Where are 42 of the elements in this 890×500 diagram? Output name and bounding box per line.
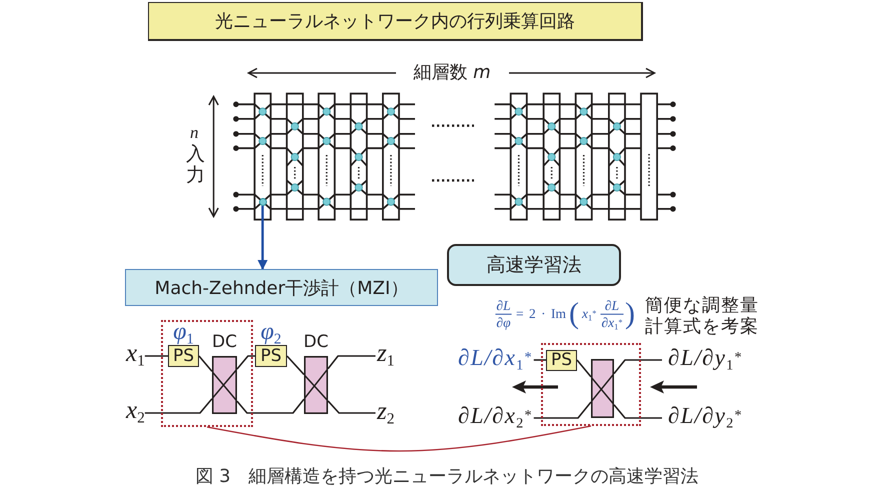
port-label: x$_{2}$ [126,398,145,423]
phase-shifter-box: PS [546,350,577,371]
phase-symbol-label: φ$_{2}$ [260,320,282,344]
waveguide-line [534,359,546,361]
waveguide-line [576,359,592,378]
phase-symbol-label: φ$_{1}$ [173,320,194,344]
dotted-frame [161,320,253,427]
formula-term: = 2 · Im [516,307,566,320]
rounded-label-panel: 高速学習法 [447,244,621,286]
formula-bracket: ( [569,299,579,329]
waveguide-line [144,398,213,414]
waveguide-line [613,359,662,374]
formula-bracket: ) [625,299,635,329]
connector-curve [206,425,592,452]
phase-shifter-box: PS [168,345,199,367]
waveguide-line [327,355,376,370]
dimension-label: 細層数 m [413,64,491,82]
waveguide-line [198,355,213,372]
label-banner: Mach-Zehnder干渉計（MZI） [125,269,438,306]
port-label: z$_{2}$ [377,399,394,424]
waveguide-line [286,355,305,376]
waveguide-line [534,402,592,419]
title-banner: 光ニューラルネットワーク内の行列乗算回路 [148,2,643,41]
port-label: x$_{1}$ [126,341,145,366]
dotted-frame [541,343,641,426]
formula-term: ∂L [496,299,511,312]
phase-shifter-box: PS [255,345,287,367]
formula-term: ∂φ [496,316,511,330]
waveguide-line [144,355,168,357]
waveguide-line [236,355,255,370]
waveguide-line [327,400,376,414]
arrow [258,206,268,270]
variable-label: n [190,124,198,141]
annotation-text: 簡便な調整量計算式を考案 [645,295,760,337]
waveguide-line [613,404,662,419]
component-label: DC [212,334,237,351]
waveguide-line [236,398,305,414]
axis-label: 入力 [186,144,205,186]
figure-caption: 図 3 細層構造を持つ光ニューラルネットワークの高速学習法 [195,468,699,486]
component-label: DC [304,334,328,351]
formula-term: ∂L [604,299,620,312]
port-label: z$_{1}$ [377,341,394,366]
